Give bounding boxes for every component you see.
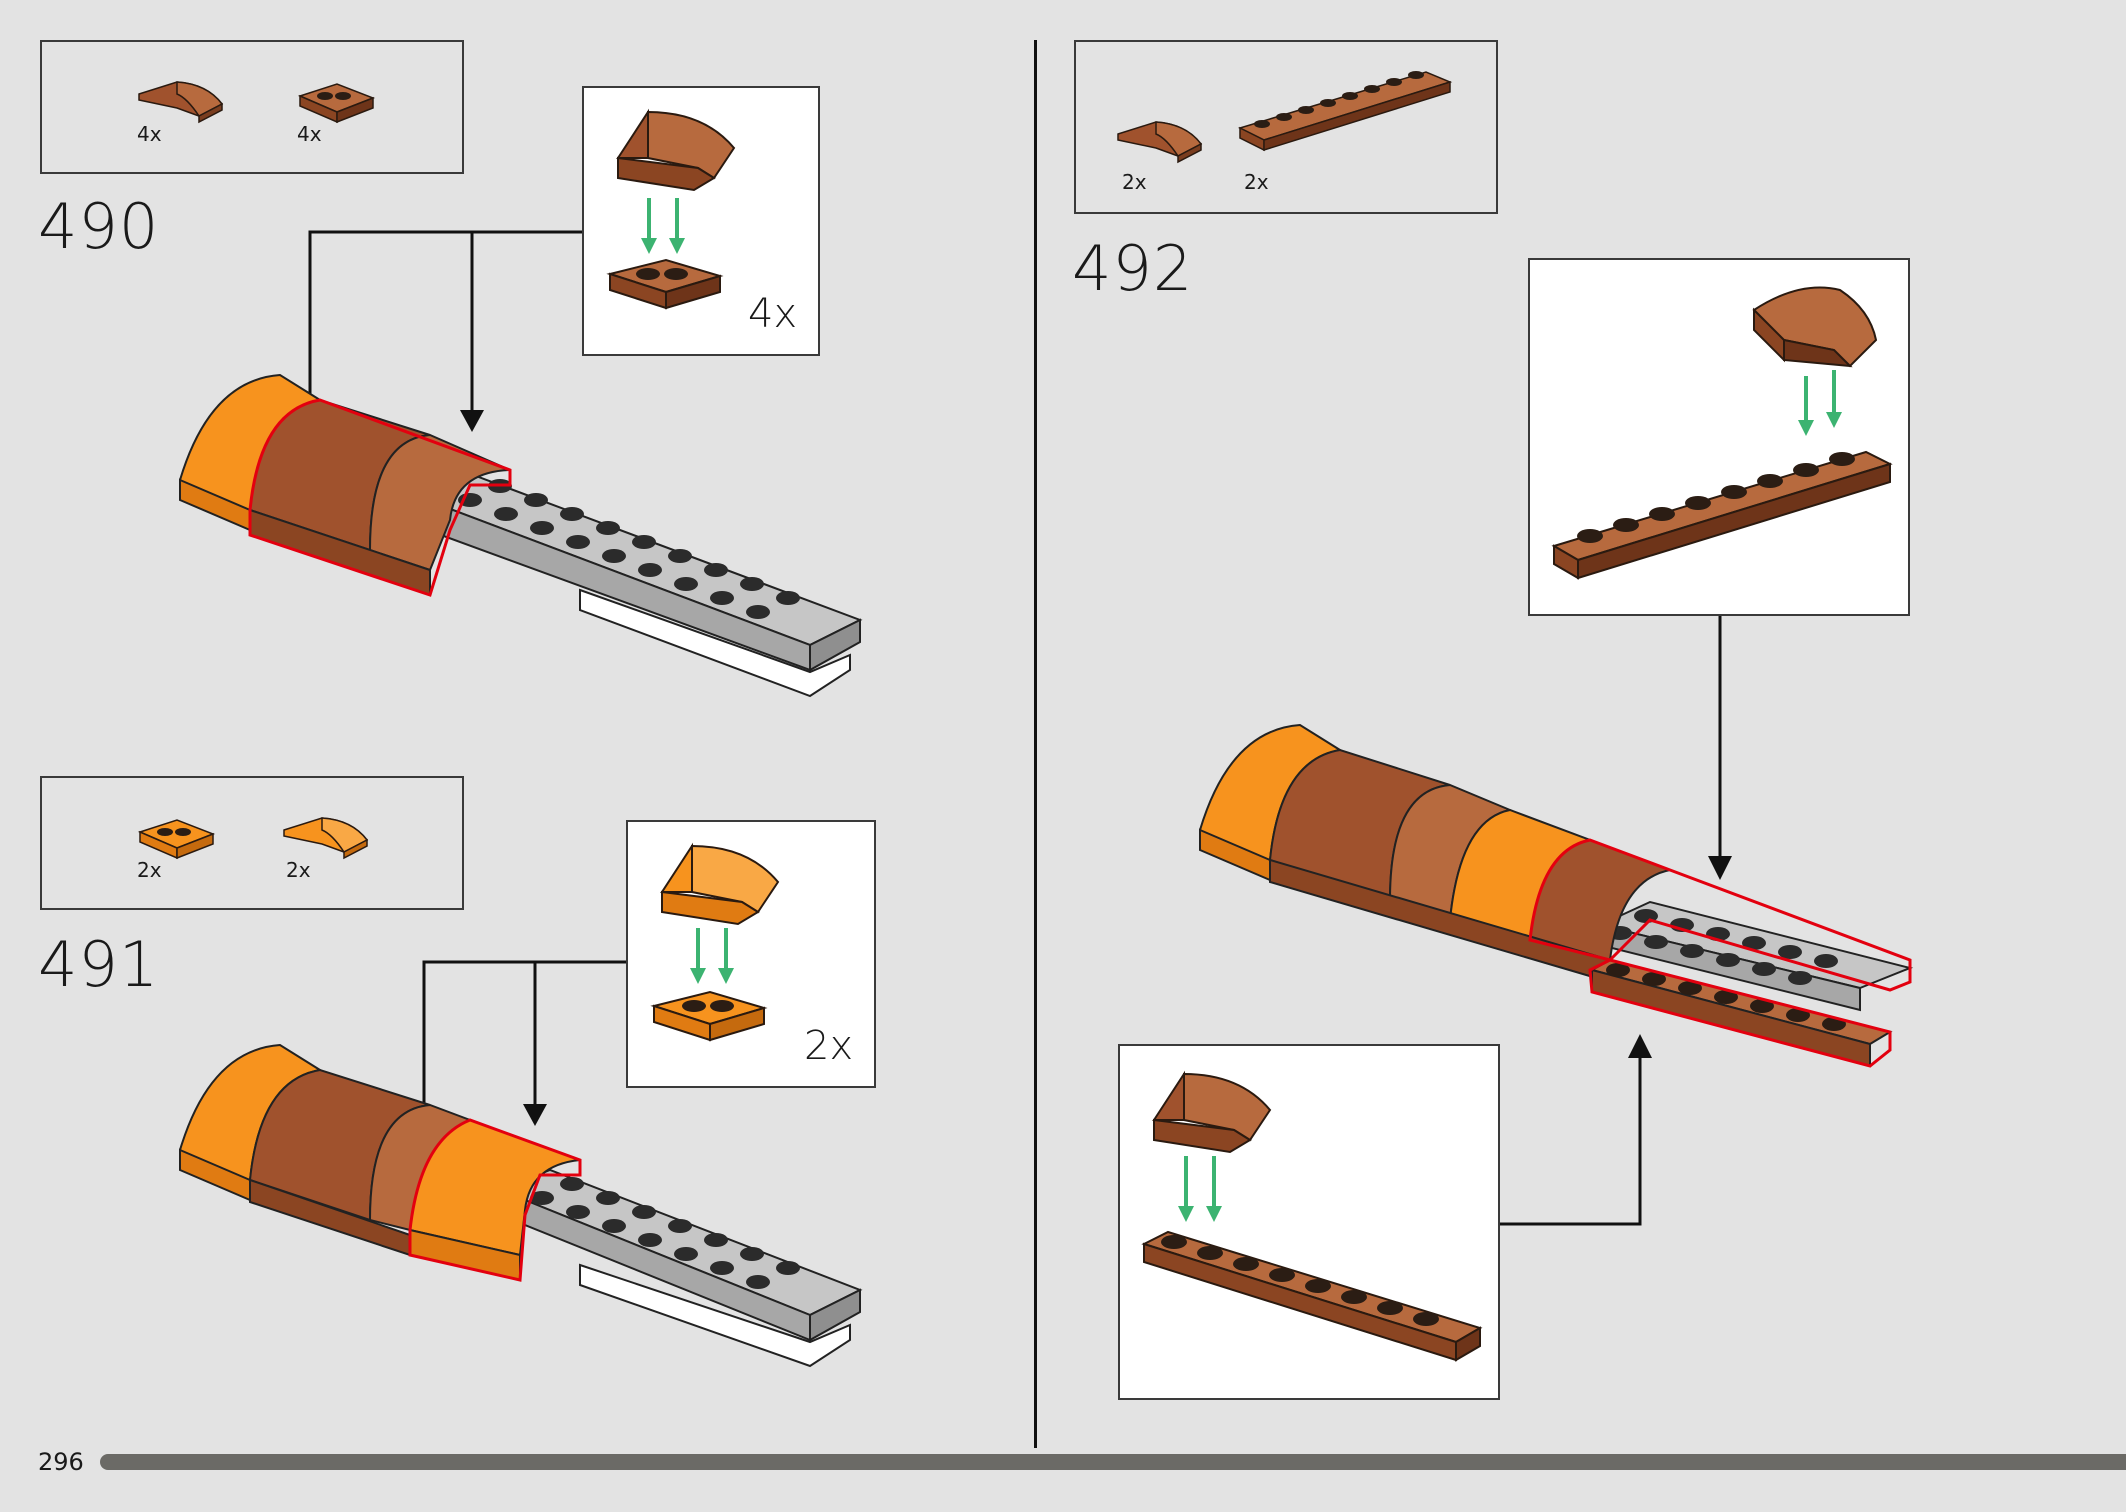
part-qty: 2x [1122, 170, 1147, 194]
parts-list-step-491: 2x 2x [40, 776, 464, 910]
green-arrow-icon [1178, 1156, 1222, 1222]
page-divider [1034, 40, 1037, 1448]
curved-slope-orange-icon [283, 817, 369, 860]
step-number: 490 [38, 190, 160, 263]
model-assembly-step-492 [1199, 723, 1914, 1068]
curved-slope-brown-icon [138, 81, 224, 124]
rail-plate-brown-icon [1551, 450, 1893, 580]
rail-plate-brown-icon [1237, 71, 1453, 152]
curved-slope-brown-icon [1117, 121, 1203, 164]
callout-multiplier: 4x [748, 291, 798, 337]
callout-step-491: 2x [626, 820, 876, 1088]
part-qty: 2x [286, 858, 311, 882]
callout-step-490: 4x [582, 86, 820, 356]
curved-slope-brown-icon [1152, 1070, 1272, 1154]
green-arrow-icon [690, 928, 734, 984]
plate-orange-icon [650, 990, 768, 1042]
rail-plate-brown-icon [1141, 1230, 1483, 1362]
model-assembly-step-490 [179, 373, 863, 698]
part-qty: 2x [137, 858, 162, 882]
part-qty: 4x [137, 122, 162, 146]
green-arrow-icon [641, 198, 685, 254]
green-arrow-icon [1798, 370, 1842, 436]
callout-step-492-bottom [1118, 1044, 1500, 1400]
plate-brown-icon [606, 258, 724, 310]
part-qty: 4x [297, 122, 322, 146]
callout-step-492-top [1528, 258, 1910, 616]
model-assembly-step-491 [179, 1043, 863, 1368]
part-qty: 2x [1244, 170, 1269, 194]
page-number: 296 [38, 1448, 84, 1476]
plate-brown-icon [297, 83, 376, 124]
parts-list-step-492: 2x 2x [1074, 40, 1498, 214]
curved-slope-brown-icon [616, 108, 736, 192]
callout-multiplier: 2x [804, 1023, 854, 1069]
curved-slope-brown-icon [1752, 286, 1878, 368]
step-number: 492 [1072, 232, 1194, 305]
plate-orange-icon [137, 819, 216, 860]
step-number: 491 [38, 928, 160, 1001]
parts-list-step-490: 4x 4x [40, 40, 464, 174]
curved-slope-orange-icon [660, 842, 780, 926]
progress-bar [100, 1454, 2126, 1470]
